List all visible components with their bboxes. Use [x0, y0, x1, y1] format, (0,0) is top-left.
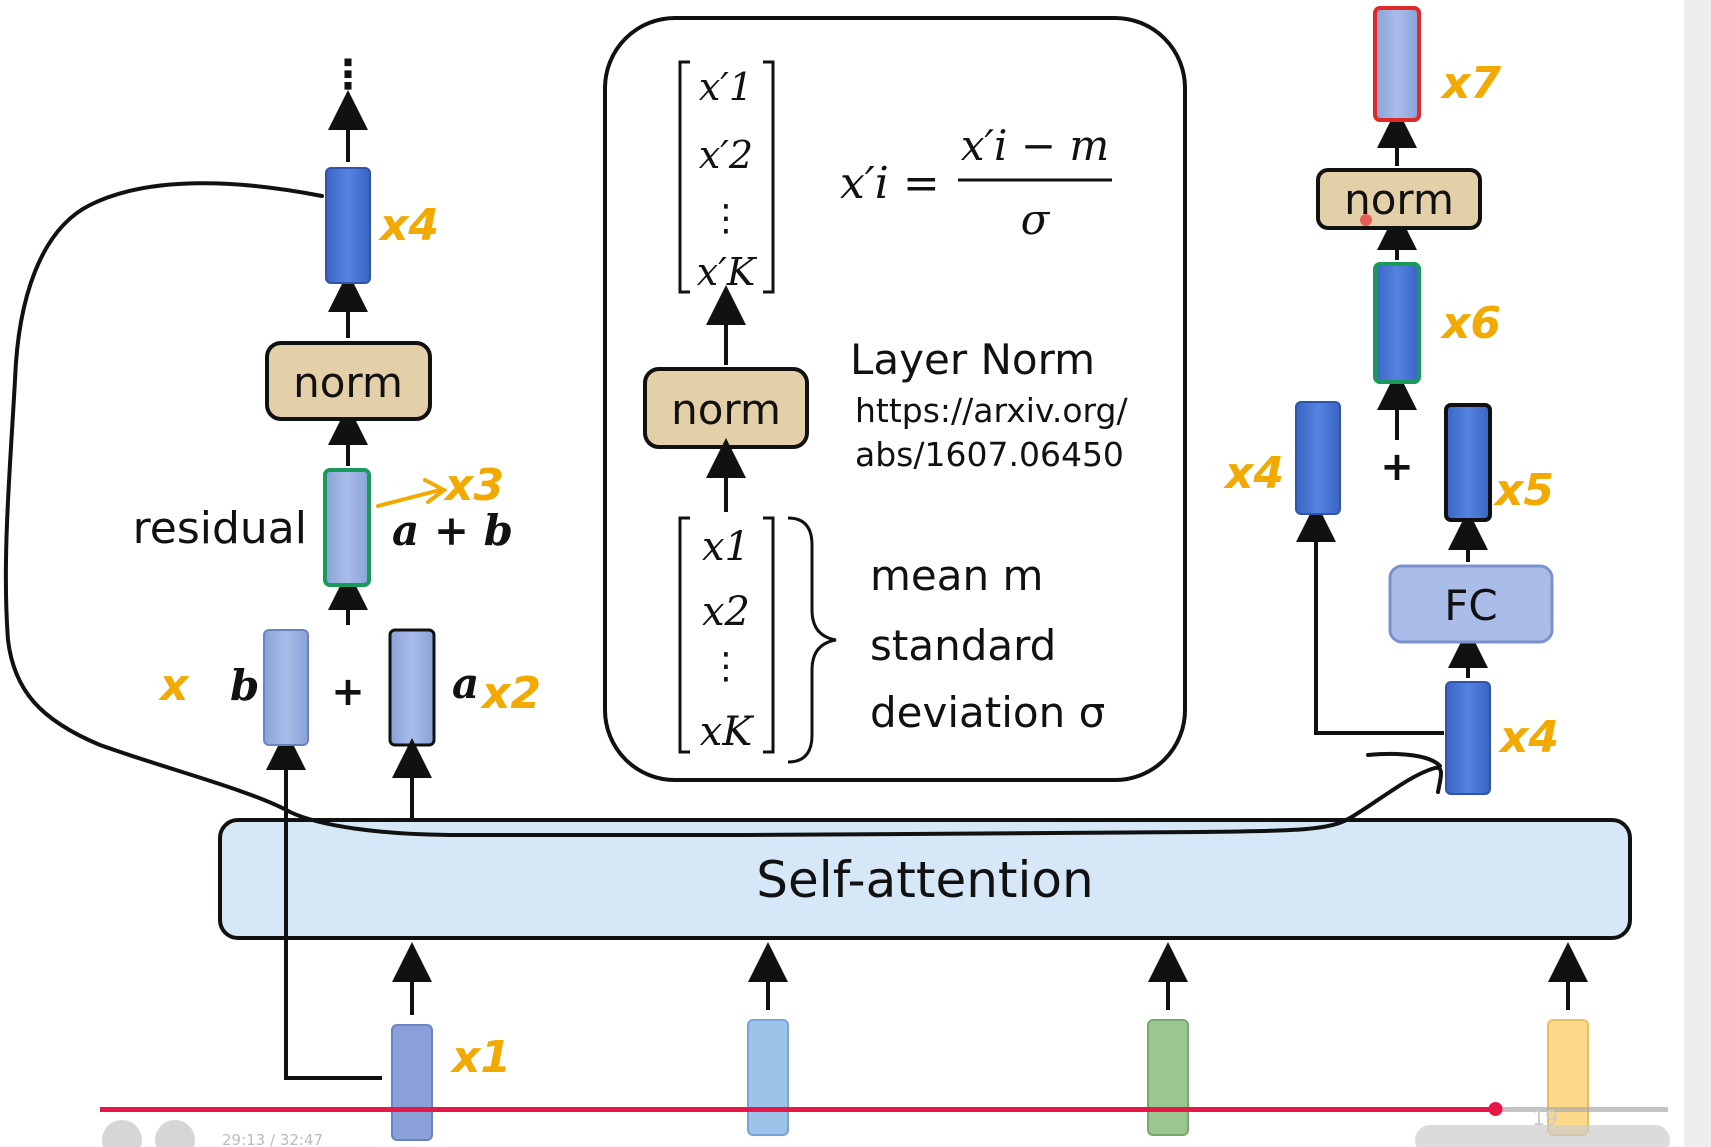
- annot-x5: x5: [1493, 465, 1554, 516]
- annot-x4-fc: x4: [1498, 712, 1559, 763]
- player-controls-right[interactable]: [1415, 1125, 1670, 1147]
- fc-output-vector: [1444, 403, 1492, 522]
- fc-box: [1388, 564, 1554, 644]
- output-vector-entry-2: x′2: [699, 133, 753, 177]
- residual-label: residual: [133, 503, 307, 554]
- input-arrows: [392, 942, 1588, 1015]
- progress-bar-scrubber[interactable]: [1488, 1102, 1503, 1116]
- curly-brace: [787, 516, 837, 764]
- residual-input-vector: [1295, 401, 1341, 515]
- annot-x1: x1: [450, 1032, 511, 1083]
- input-vector-bracket: [678, 516, 775, 754]
- left-residual-diagram: + b a residual a + b norm ⋮: [133, 52, 513, 1080]
- cursor-dot: [1360, 214, 1372, 226]
- input-vector-entry-4: xK: [700, 709, 755, 755]
- output-vector-left: [325, 167, 371, 284]
- output-vector-entry-1: x′1: [699, 65, 753, 109]
- paper-link-line2: abs/1607.06450: [855, 435, 1124, 474]
- output-vector-bracket: [678, 60, 775, 294]
- ellipsis-vertical: ⋮: [328, 52, 368, 98]
- annot-x4-right: x4: [1223, 448, 1284, 499]
- vector-b: [263, 629, 309, 746]
- volume-button[interactable]: [155, 1120, 195, 1147]
- handdrawn-loop: [3, 181, 1443, 838]
- annot-x6: x6: [1440, 298, 1501, 349]
- norm-label-center: norm: [671, 385, 781, 434]
- plus-sign-left: +: [331, 669, 365, 715]
- norm-box-left: [265, 341, 432, 421]
- self-attention-block: Self-attention: [218, 818, 1632, 940]
- formula-denominator: σ: [1021, 195, 1051, 244]
- fc-label: FC: [1444, 581, 1497, 630]
- std-label-line1: standard: [870, 621, 1056, 670]
- annot-x7: x7: [1440, 58, 1501, 109]
- std-label-line2: deviation σ: [870, 688, 1105, 737]
- video-player-controls: 29:13 / 32:47 19: [100, 1102, 1670, 1147]
- layer-norm-panel: x′1 x′2 ⋮ x′K x′i = x′i − m σ norm Layer…: [603, 16, 1187, 782]
- self-attention-label: Self-attention: [756, 851, 1093, 909]
- time-display: 29:13 / 32:47: [222, 1131, 323, 1147]
- norm-label-left: norm: [293, 358, 403, 407]
- page-scrollbar-track[interactable]: [1684, 0, 1711, 1147]
- layer-norm-title: Layer Norm: [850, 335, 1095, 384]
- annot-xb: x: [158, 660, 190, 711]
- input-vector-entry-2: x2: [702, 589, 750, 635]
- annot-x2: x2: [480, 668, 541, 719]
- operand-b-label: b: [230, 661, 259, 710]
- progress-bar-fill: [100, 1107, 1496, 1112]
- operand-a-label: a: [452, 659, 479, 708]
- output-vector-entry-3: ⋮: [708, 198, 744, 239]
- input-vectors: [391, 1019, 1589, 1141]
- formula-numerator: x′i − m: [961, 121, 1109, 170]
- input-vector-3: [1147, 1019, 1189, 1136]
- input-vector-2: [747, 1019, 789, 1136]
- norm-box-right: [1316, 168, 1482, 230]
- plus-sign-right: +: [1380, 444, 1414, 490]
- pause-button[interactable]: [102, 1120, 142, 1147]
- annot-x4-top: x4: [378, 200, 439, 251]
- residual-vector: [323, 468, 371, 587]
- input-vector-entry-1: x1: [702, 524, 750, 570]
- fc-input-vector: [1445, 681, 1491, 795]
- sum-formula: a + b: [392, 506, 513, 555]
- mean-label: mean m: [870, 551, 1043, 600]
- residual-sum-vector: [1373, 262, 1421, 384]
- right-block-diagram: FC + norm: [1295, 6, 1554, 795]
- vector-a: [388, 628, 436, 747]
- output-vector-entry-4: x′K: [697, 250, 758, 294]
- annot-x3: x3: [443, 460, 504, 511]
- formula-lhs: x′i =: [840, 158, 940, 209]
- block-output-vector: [1373, 6, 1421, 122]
- paper-link-line1: https://arxiv.org/: [855, 391, 1128, 430]
- handwritten-annotations: x4 x3 x x2 x1 x4 x5 x6 x7 x4: [158, 58, 1559, 1083]
- input-vector-1: [391, 1024, 433, 1141]
- input-vector-entry-3: ⋮: [708, 646, 744, 687]
- norm-label-right: norm: [1344, 175, 1454, 224]
